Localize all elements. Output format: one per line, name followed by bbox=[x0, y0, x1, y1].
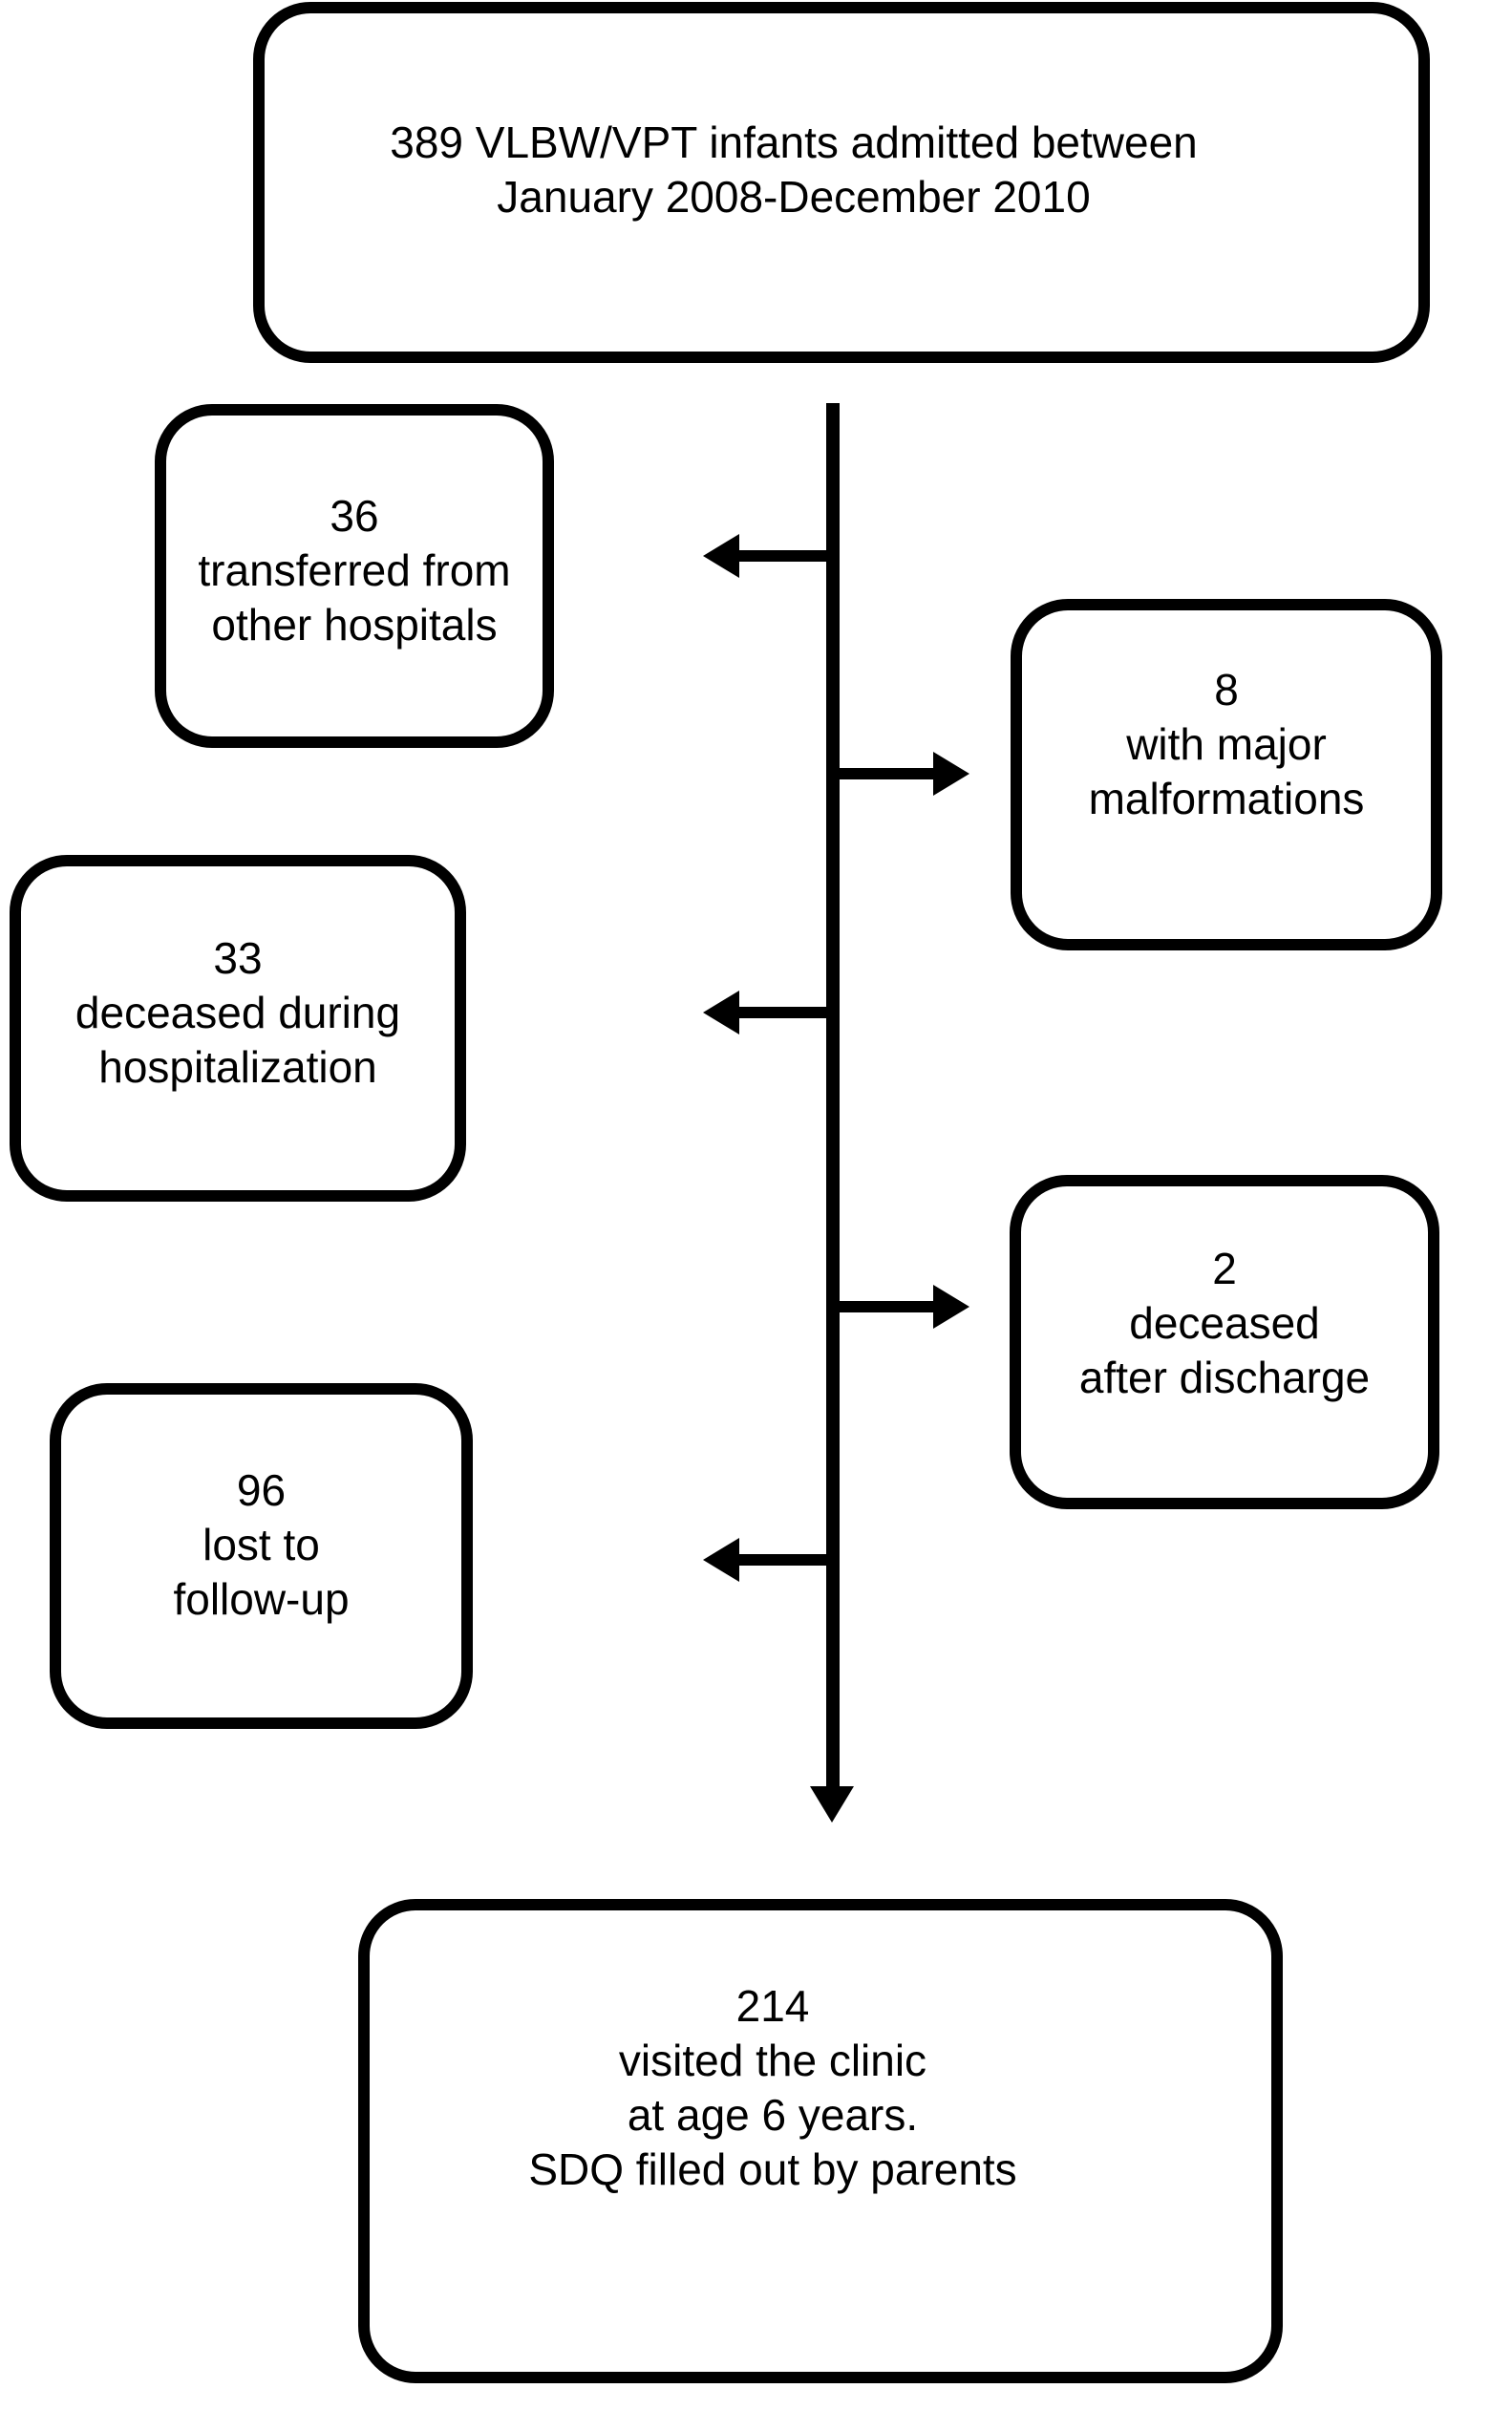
node-text-line: deceased during bbox=[75, 988, 401, 1037]
node-text-line: visited the clinic bbox=[618, 2035, 927, 2085]
node-text-line: hospitalization bbox=[98, 1042, 377, 1092]
node-text-line: lost to bbox=[202, 1519, 320, 1569]
node-text-line: deceased bbox=[1129, 1297, 1320, 1348]
node-deceased-hospitalization: 33 deceased during hospitalization bbox=[10, 855, 466, 1202]
arrow-to-transferred-stem bbox=[738, 550, 833, 562]
node-text-line: 33 bbox=[213, 933, 263, 983]
main-flow-arrowhead-down bbox=[810, 1786, 854, 1823]
node-text-line: other hospitals bbox=[211, 599, 498, 650]
arrow-to-deceased-hospitalization-stem bbox=[738, 1007, 833, 1018]
arrow-to-transferred-head bbox=[703, 534, 739, 578]
node-transferred: 36 transferred from other hospitals bbox=[155, 404, 554, 748]
node-text-line: transferred from bbox=[198, 544, 511, 595]
node-text-line: after discharge bbox=[1078, 1352, 1371, 1402]
node-text-line: SDQ filled out by parents bbox=[528, 2143, 1017, 2194]
arrow-to-deceased-hospitalization-head bbox=[703, 991, 739, 1034]
node-malformations: 8 with major malformations bbox=[1011, 599, 1442, 950]
arrow-to-deceased-discharge-stem bbox=[832, 1301, 933, 1312]
node-text-line: 96 bbox=[236, 1464, 287, 1515]
arrow-to-lost-followup-stem bbox=[738, 1554, 833, 1566]
node-text-line: 2 bbox=[1212, 1243, 1237, 1293]
arrow-to-malformations-stem bbox=[832, 768, 933, 779]
node-text-line: January 2008-December 2010 bbox=[497, 172, 1091, 222]
arrow-to-malformations-head bbox=[933, 752, 969, 796]
arrow-to-lost-followup-head bbox=[703, 1538, 739, 1582]
node-lost-followup: 96 lost to follow-up bbox=[50, 1383, 473, 1729]
node-text-line: at age 6 years. bbox=[627, 2089, 919, 2140]
node-text-line: 8 bbox=[1214, 664, 1239, 714]
arrow-to-deceased-discharge-head bbox=[933, 1285, 969, 1329]
node-text-line: 214 bbox=[735, 1980, 810, 2031]
node-text-line: malformations bbox=[1088, 773, 1365, 823]
node-text-line: 36 bbox=[330, 490, 379, 541]
node-text-line: follow-up bbox=[173, 1573, 350, 1624]
node-text-line: 389 VLBW/VPT infants admitted between bbox=[390, 117, 1198, 167]
main-flow-line bbox=[826, 403, 840, 1786]
node-deceased-discharge: 2 deceased after discharge bbox=[1010, 1175, 1439, 1509]
node-admitted: 389 VLBW/VPT infants admitted between Ja… bbox=[253, 2, 1430, 363]
node-clinic-visit: 214 visited the clinic at age 6 years. S… bbox=[358, 1899, 1283, 2383]
node-text-line: with major bbox=[1126, 718, 1327, 769]
